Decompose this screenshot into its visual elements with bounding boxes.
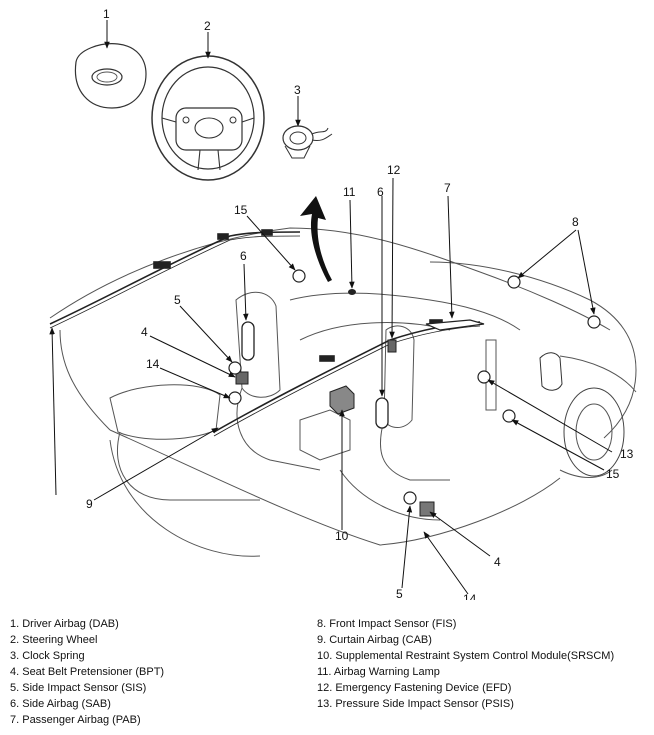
- legend-item: 10. Supplemental Restraint System Contro…: [317, 650, 615, 662]
- legend-item: 13. Pressure Side Impact Sensor (PSIS): [317, 698, 514, 710]
- legend-item: 5. Side Impact Sensor (SIS): [10, 682, 147, 694]
- callout-9: 9: [86, 497, 93, 511]
- legend-item: 4. Seat Belt Pretensioner (BPT): [10, 666, 165, 678]
- callout-7: 7: [444, 181, 451, 195]
- front-impact-sensor-left: [507, 275, 521, 289]
- srscm-module: [329, 385, 355, 415]
- leader-lines: [49, 20, 613, 595]
- legend-item: 1. Driver Airbag (DAB): [10, 618, 119, 630]
- srs-component-location-diagram: 1 2 3 15 6 5 4 14 11 6 12 7 8 9 10 13 15…: [49, 7, 637, 600]
- callout-6-left: 6: [240, 249, 247, 263]
- passenger-airbag: [425, 319, 485, 331]
- direction-arrow: [300, 196, 332, 282]
- clock-spring: [282, 125, 333, 159]
- callout-12: 12: [387, 163, 401, 177]
- callout-14-right: 14: [463, 592, 477, 600]
- legend-item: 3. Clock Spring: [10, 650, 85, 662]
- legend-item: 12. Emergency Fastening Device (EFD): [317, 682, 512, 694]
- legend-right-column: 8. Front Impact Sensor (FIS) 9. Curtain …: [317, 616, 614, 712]
- callout-10: 10: [335, 529, 349, 543]
- sensor-15-right: [502, 409, 516, 423]
- emergency-fastening-device: [387, 339, 397, 353]
- legend-item: 7. Passenger Airbag (PAB): [10, 714, 141, 726]
- callout-4-right: 4: [494, 555, 501, 569]
- side-impact-sensor-right: [403, 491, 417, 505]
- callout-11: 11: [343, 185, 356, 199]
- sensor-15-top: [292, 269, 306, 283]
- legend-item: 2. Steering Wheel: [10, 634, 98, 646]
- side-airbag-driver: [241, 321, 255, 361]
- vehicle-body-outline: [49, 227, 637, 557]
- callout-5-left: 5: [174, 293, 181, 307]
- callout-13: 13: [620, 447, 634, 461]
- callout-4-left: 4: [141, 325, 148, 339]
- legend-item: 6. Side Airbag (SAB): [10, 698, 111, 710]
- side-airbag-passenger: [375, 397, 389, 429]
- callout-8: 8: [572, 215, 579, 229]
- curtain-airbag: [49, 229, 481, 437]
- callout-1: 1: [103, 7, 110, 21]
- legend-item: 11. Airbag Warning Lamp: [317, 666, 440, 678]
- seat-belt-pretensioner-left: [235, 371, 249, 385]
- sensor-14-left: [228, 391, 242, 405]
- callout-6-right: 6: [377, 185, 384, 199]
- front-impact-sensor-right: [587, 315, 601, 329]
- airbag-warning-lamp: [348, 289, 356, 295]
- side-impact-sensor-left: [228, 361, 242, 375]
- callout-15-top: 15: [234, 203, 248, 217]
- callout-15-right: 15: [606, 467, 620, 481]
- callout-3: 3: [294, 83, 301, 97]
- callout-5-right: 5: [396, 587, 403, 600]
- callout-2: 2: [204, 19, 211, 33]
- legend-item: 9. Curtain Airbag (CAB): [317, 634, 432, 646]
- legend-left-column: 1. Driver Airbag (DAB) 2. Steering Wheel…: [10, 616, 164, 728]
- pressure-side-impact-sensor: [477, 370, 491, 384]
- driver-airbag-module: [74, 43, 147, 109]
- callout-14-left: 14: [146, 357, 160, 371]
- legend-item: 8. Front Impact Sensor (FIS): [317, 618, 457, 630]
- steering-wheel: [151, 55, 265, 181]
